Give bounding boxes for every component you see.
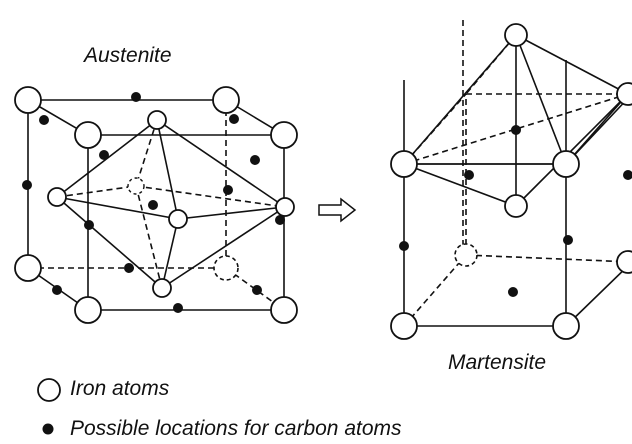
iron-atom [14,86,42,114]
iron-atom [616,82,632,106]
iron-atom [390,150,418,178]
iron-atom [152,278,172,298]
carbon-atoms [22,92,632,313]
iron-atom [552,312,580,340]
carbon-atom [229,114,239,124]
octahedron-hidden-edge [403,93,629,165]
carbon-atom [511,125,521,135]
carbon-atom [52,285,62,295]
octahedron-hidden-edge [135,185,163,289]
iron-atom [270,296,298,324]
martensite-lattice-lines [403,20,632,327]
octahedron-edge [161,206,286,289]
carbon-atom [131,92,141,102]
carbon-atom [275,215,285,225]
octahedron-hidden-edge [135,185,286,208]
iron-atom [504,194,528,218]
carbon-atom [22,180,32,190]
iron-atoms [14,23,632,340]
octahedron-hidden-edge [465,34,517,95]
austenite-label: Austenite [84,44,172,67]
iron-atom [616,250,632,274]
iron-atom [74,121,102,149]
carbon-atom [148,200,158,210]
octahedron-edge [403,163,517,207]
lattice-edge [565,261,632,327]
legend-iron-text: Iron atoms [70,377,170,400]
carbon-atom [173,303,183,313]
carbon-atom [99,150,109,160]
iron-atom [504,23,528,47]
iron-atom [14,254,42,282]
octahedron-hidden-edge [56,185,137,198]
iron-atom-hidden [454,243,478,267]
carbon-atom [124,263,134,273]
octahedron-edge [177,206,286,220]
carbon-atom [250,155,260,165]
octahedron-edge [156,119,286,208]
hidden-edge [465,254,632,263]
carbon-atom [563,235,573,245]
austenite-lattice-lines [27,99,286,311]
iron-atom [147,110,167,130]
legend-carbon-text: Possible locations for carbon atoms [70,417,402,440]
octahedron-edge [161,218,179,289]
octahedron-edge [515,34,629,95]
carbon-atom [464,170,474,180]
carbon-atom [623,170,632,180]
octahedron-edge [515,93,629,207]
legend-iron-symbol [37,378,61,402]
octahedron-edge [515,34,567,165]
iron-atom [270,121,298,149]
octahedron-edge [156,119,179,220]
octahedron-edge [56,196,163,289]
transformation-arrow [318,197,357,223]
iron-atom [74,296,102,324]
octahedron-edge [565,93,629,165]
octahedron-hidden-edge [135,119,158,187]
carbon-atom [223,185,233,195]
carbon-atom [252,285,262,295]
carbon-atom [39,115,49,125]
iron-atom [212,86,240,114]
iron-atom [552,150,580,178]
carbon-atom [399,241,409,251]
iron-atom-hidden [213,255,239,281]
carbon-atom [508,287,518,297]
iron-atom [168,209,188,229]
legend-symbols [37,378,61,435]
iron-atom [390,312,418,340]
octahedron-edge [56,196,179,220]
martensite-label: Martensite [448,351,547,374]
octahedron-edge [403,34,517,165]
legend-carbon-symbol [42,423,54,435]
arrow-shape [318,197,357,223]
iron-atom [275,197,295,217]
iron-atom-hidden [127,177,145,195]
iron-atom [47,187,67,207]
carbon-atom [84,220,94,230]
hidden-edge [403,254,467,327]
